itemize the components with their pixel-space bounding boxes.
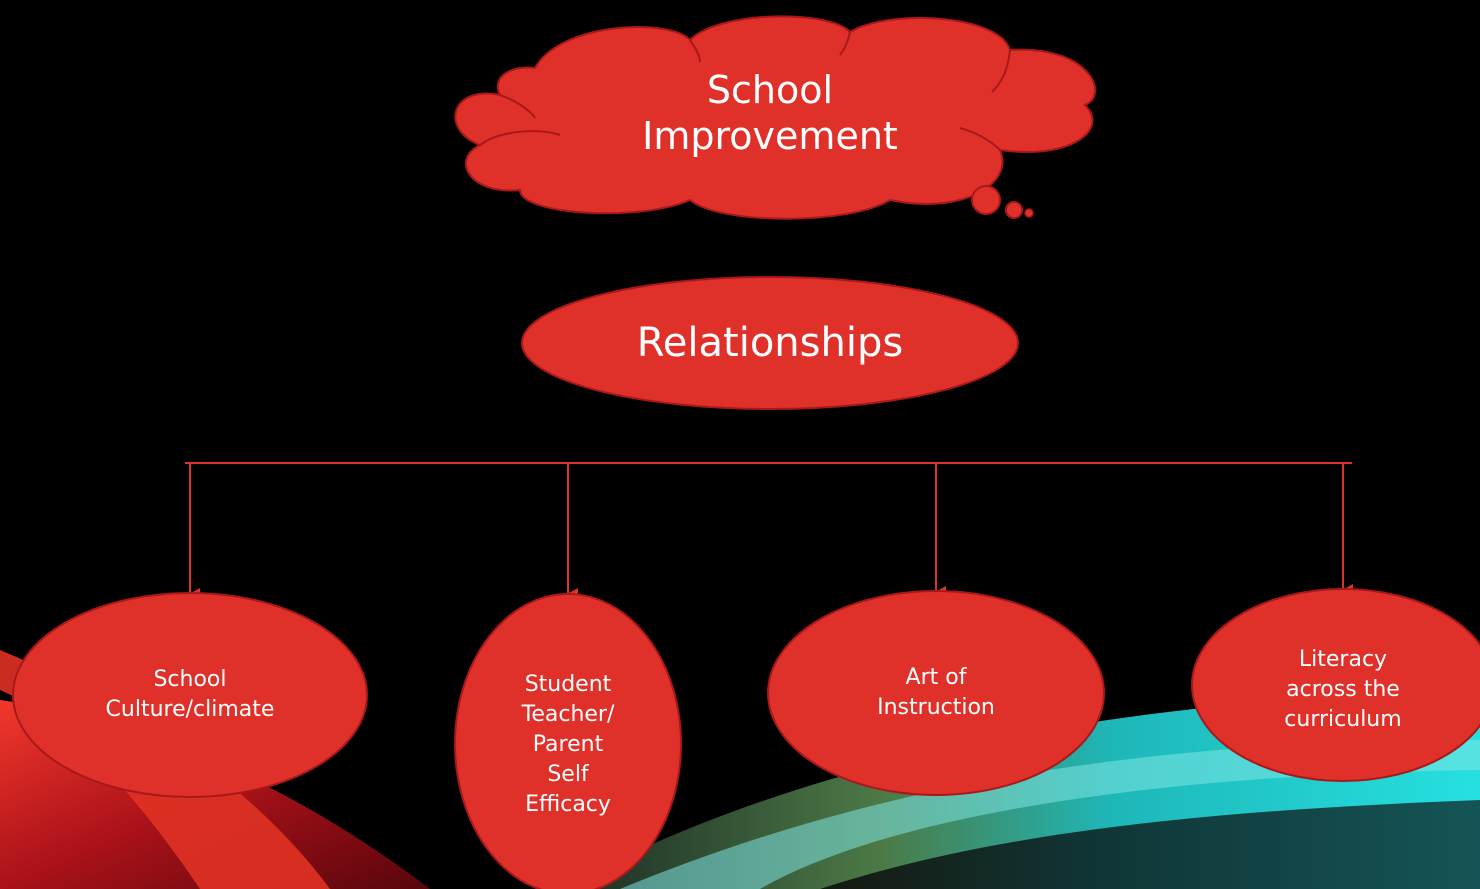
child-node-shape-2 — [454, 593, 682, 889]
child-node-shape-1 — [12, 592, 368, 798]
relationships-node-shape — [521, 276, 1019, 410]
background-swoosh — [0, 650, 1480, 889]
thought-cloud-shape — [454, 15, 1096, 220]
connector-lines — [185, 462, 1353, 600]
child-label-1: School Culture/climate — [105, 667, 275, 722]
cloud-label: School Improvement — [642, 68, 898, 158]
relationships-label: Relationships — [636, 320, 904, 366]
child-label-3: Art of Instruction — [877, 665, 995, 720]
child-node-shape-3 — [767, 590, 1105, 796]
child-label-2: Student Teacher/ Parent Self Efficacy — [521, 672, 615, 817]
child-label-4: Literacy across the curriculum — [1284, 647, 1402, 732]
child-node-shape-4 — [1191, 588, 1480, 782]
